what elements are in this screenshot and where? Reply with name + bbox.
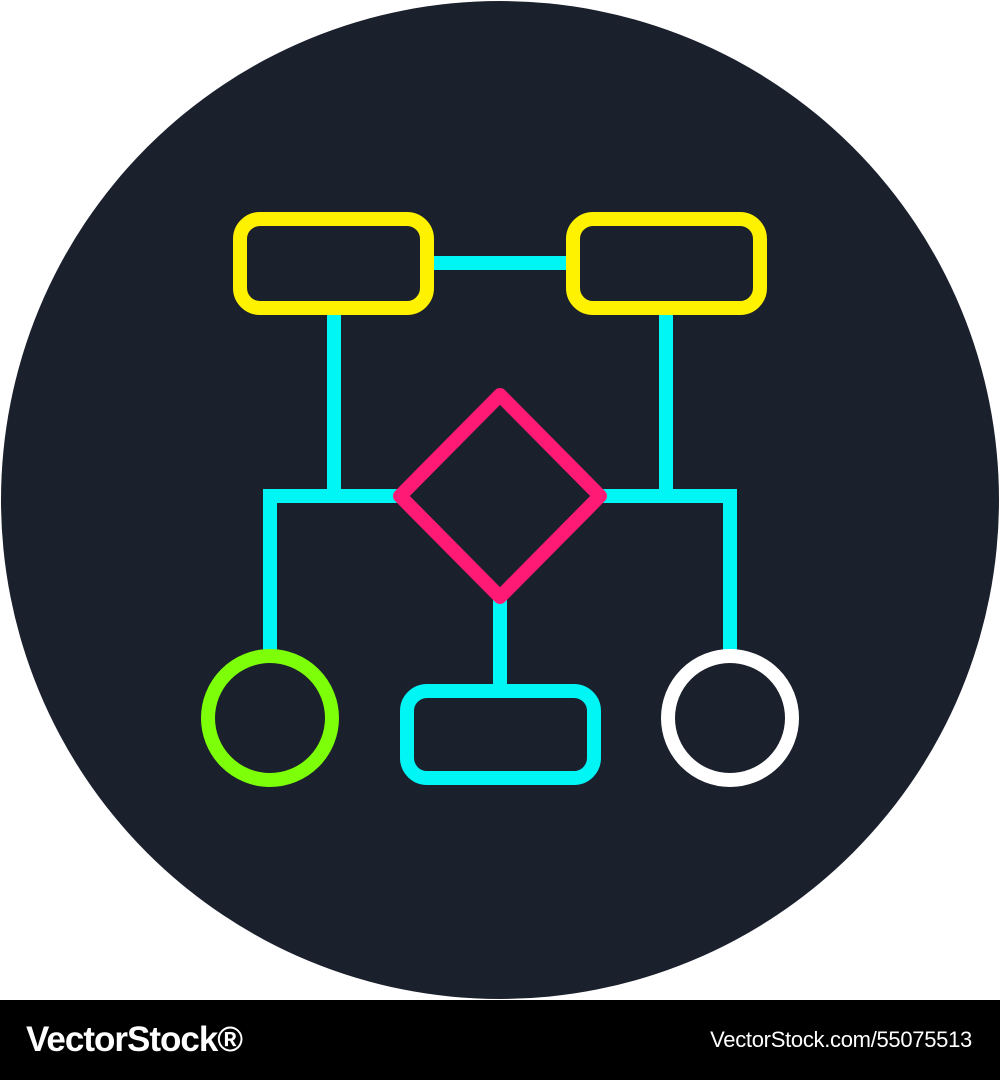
watermark-footer: VectorStock® VectorStock.com/55075513 <box>0 1000 1000 1080</box>
brand-logo: VectorStock® <box>26 1020 243 1059</box>
top-right-process-box <box>566 212 767 315</box>
dark-circle-background <box>1 1 999 999</box>
white-terminal-circle <box>661 649 799 787</box>
connector-lines <box>263 256 737 695</box>
decision-diamond <box>393 388 607 604</box>
green-terminal-circle <box>201 649 339 787</box>
stock-id: VectorStock.com/55075513 <box>710 1027 972 1052</box>
left-branch-connector <box>263 489 407 659</box>
top-left-process-box <box>233 212 434 315</box>
illustration <box>0 0 1000 1000</box>
flowchart-icon <box>1 1 999 999</box>
right-branch-connector <box>593 489 737 659</box>
bottom-process-box <box>400 684 601 785</box>
